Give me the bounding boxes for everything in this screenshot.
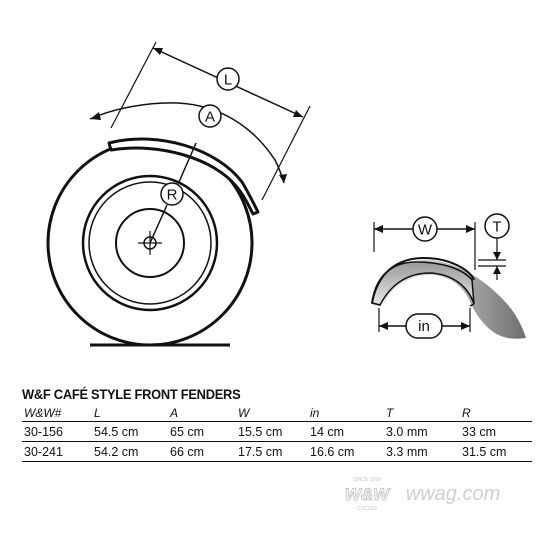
table-cell: 30-241 bbox=[22, 441, 92, 462]
chord-length-indicator: L bbox=[110, 41, 311, 201]
radius-indicator: R bbox=[149, 142, 197, 244]
specification-table-section: W&F CAFÉ STYLE FRONT FENDERS W&W# L A W … bbox=[22, 386, 532, 462]
inner-width-label: in bbox=[418, 318, 430, 335]
inner-width-indicator: in bbox=[378, 308, 471, 339]
table-cell: 16.6 cm bbox=[308, 441, 384, 462]
fender-dimension-diagram: R A L W bbox=[46, 41, 526, 347]
length-label: L bbox=[224, 72, 232, 89]
column-header: R bbox=[460, 404, 532, 422]
column-header: W&W# bbox=[22, 404, 92, 422]
table-cell: 15.5 cm bbox=[236, 421, 308, 442]
table-cell: 3.0 mm bbox=[384, 421, 460, 442]
width-label: W bbox=[418, 222, 433, 239]
table-cell: 54.5 cm bbox=[92, 421, 168, 442]
watermark-site: wwag.com bbox=[406, 483, 500, 505]
watermark-logo: W&W bbox=[345, 485, 391, 504]
table-header-row: W&W# L A W in T R bbox=[22, 404, 532, 422]
arc-label: A bbox=[205, 109, 215, 126]
table-cell: 3.3 mm bbox=[384, 441, 460, 462]
column-header: A bbox=[168, 404, 236, 422]
column-header: in bbox=[308, 404, 384, 422]
watermark-since: SINCE 1999 bbox=[353, 477, 381, 483]
width-indicator: W bbox=[373, 216, 476, 270]
thickness-label: T bbox=[492, 219, 501, 236]
table-cell: 54.2 cm bbox=[92, 441, 168, 462]
specification-table: W&W# L A W in T R 30-156 54.5 cm 65 cm 1… bbox=[22, 404, 532, 462]
table-cell: 30-156 bbox=[22, 421, 92, 442]
table-cell: 66 cm bbox=[168, 441, 236, 462]
table-cell: 65 cm bbox=[168, 421, 236, 442]
column-header: W bbox=[236, 404, 308, 422]
fender-side bbox=[107, 137, 260, 216]
watermark-cycles: CYCLES bbox=[357, 506, 378, 512]
table-title: W&F CAFÉ STYLE FRONT FENDERS bbox=[22, 386, 241, 402]
arc-length-indicator: A bbox=[89, 102, 287, 184]
column-header: T bbox=[384, 404, 460, 422]
table-cell: 31.5 cm bbox=[460, 441, 532, 462]
table-row: 30-156 54.5 cm 65 cm 15.5 cm 14 cm 3.0 m… bbox=[22, 421, 532, 442]
table-cell: 14 cm bbox=[308, 421, 384, 442]
column-header: L bbox=[92, 404, 168, 422]
radius-label: R bbox=[167, 187, 178, 204]
table-row: 30-241 54.2 cm 66 cm 17.5 cm 16.6 cm 3.3… bbox=[22, 441, 532, 462]
watermark: SINCE 1999 W&W CYCLES wwag.com bbox=[345, 477, 500, 512]
table-cell: 17.5 cm bbox=[236, 441, 308, 462]
table-cell: 33 cm bbox=[460, 421, 532, 442]
thickness-indicator: T bbox=[478, 213, 510, 280]
fender-cross-section bbox=[371, 256, 526, 339]
